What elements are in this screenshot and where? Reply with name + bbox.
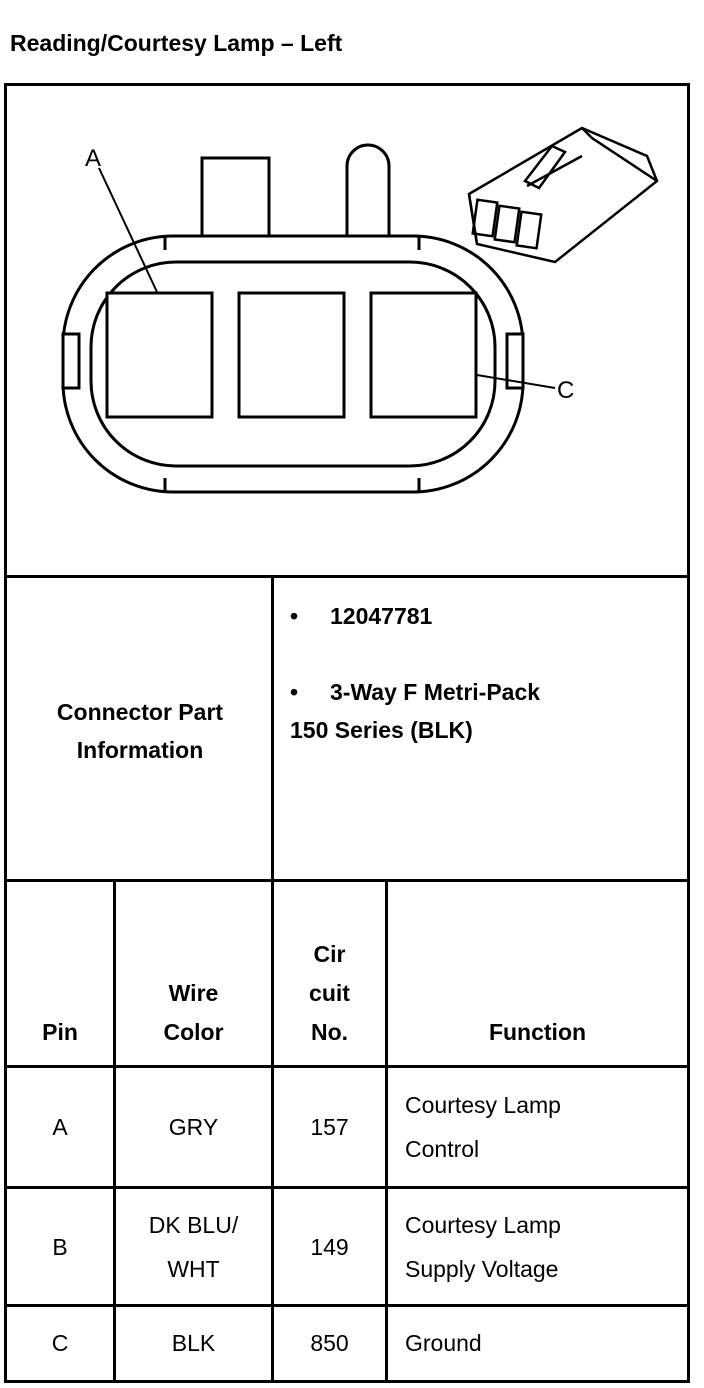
page-title: Reading/Courtesy Lamp – Left <box>10 30 343 56</box>
wire-color-line2: WHT <box>167 1256 220 1282</box>
table-cell-function: Courtesy Lamp Control <box>405 1083 685 1171</box>
header-circuit-no: Cir cuit No. <box>274 935 385 1052</box>
function-line2: Supply Voltage <box>405 1256 559 1282</box>
divider <box>271 575 274 1383</box>
divider <box>4 879 690 882</box>
part-number-item: • 12047781 <box>290 597 432 635</box>
table-cell-function: Ground <box>405 1330 482 1356</box>
header-wire-color-line2: Color <box>163 1019 224 1045</box>
table-cell-pin: B <box>52 1234 68 1260</box>
connector-info-label: Connector Part Information <box>7 693 273 769</box>
header-circuit-line3: No. <box>310 1019 349 1045</box>
part-number: 12047781 <box>330 603 433 629</box>
connector-info-label-line2: Information <box>76 737 204 763</box>
table-cell-wire-color: DK BLU/ WHT <box>116 1203 271 1291</box>
divider <box>4 1065 690 1068</box>
table-cell-wire-color: BLK <box>171 1330 216 1356</box>
header-function: Function <box>488 1019 587 1045</box>
table-cell-wire-color: GRY <box>168 1114 219 1140</box>
header-wire-color-line1: Wire <box>168 980 219 1006</box>
pin-label-a: A <box>85 145 101 172</box>
table-cell-circuit: 157 <box>310 1114 349 1140</box>
table-cell-circuit: 850 <box>310 1330 349 1356</box>
function-line2: Control <box>405 1136 480 1162</box>
table-cell-pin: C <box>51 1330 69 1356</box>
connector-3d-icon <box>467 126 659 264</box>
table-cell-function: Courtesy Lamp Supply Voltage <box>405 1203 685 1291</box>
header-circuit-line1: Cir <box>313 941 346 967</box>
function-line1: Courtesy Lamp <box>405 1092 561 1118</box>
divider <box>385 879 388 1383</box>
table-cell-pin: A <box>52 1114 68 1140</box>
wire-color-line1: DK BLU/ <box>148 1212 239 1238</box>
divider <box>113 879 116 1383</box>
function-line1: Courtesy Lamp <box>405 1212 561 1238</box>
divider <box>4 1304 690 1307</box>
connector-desc-line1: 3-Way F Metri-Pack <box>330 679 541 705</box>
connector-info-label-line1: Connector Part <box>56 699 224 725</box>
connector-desc-line2: 150 Series (BLK) <box>290 717 473 743</box>
header-pin: Pin <box>42 1019 78 1045</box>
connector-desc-item: • 3-Way F Metri-Pack <box>290 673 540 711</box>
pin-label-c: C <box>557 377 574 404</box>
header-wire-color: Wire Color <box>116 974 271 1052</box>
divider <box>4 575 690 578</box>
connector-table-frame <box>4 83 690 1383</box>
divider <box>4 1186 690 1189</box>
bullet: • <box>290 679 299 705</box>
header-circuit-line2: cuit <box>309 980 350 1006</box>
bullet: • <box>290 603 299 629</box>
connector-face-diagram: A C <box>61 126 659 494</box>
table-cell-circuit: 149 <box>310 1234 349 1260</box>
